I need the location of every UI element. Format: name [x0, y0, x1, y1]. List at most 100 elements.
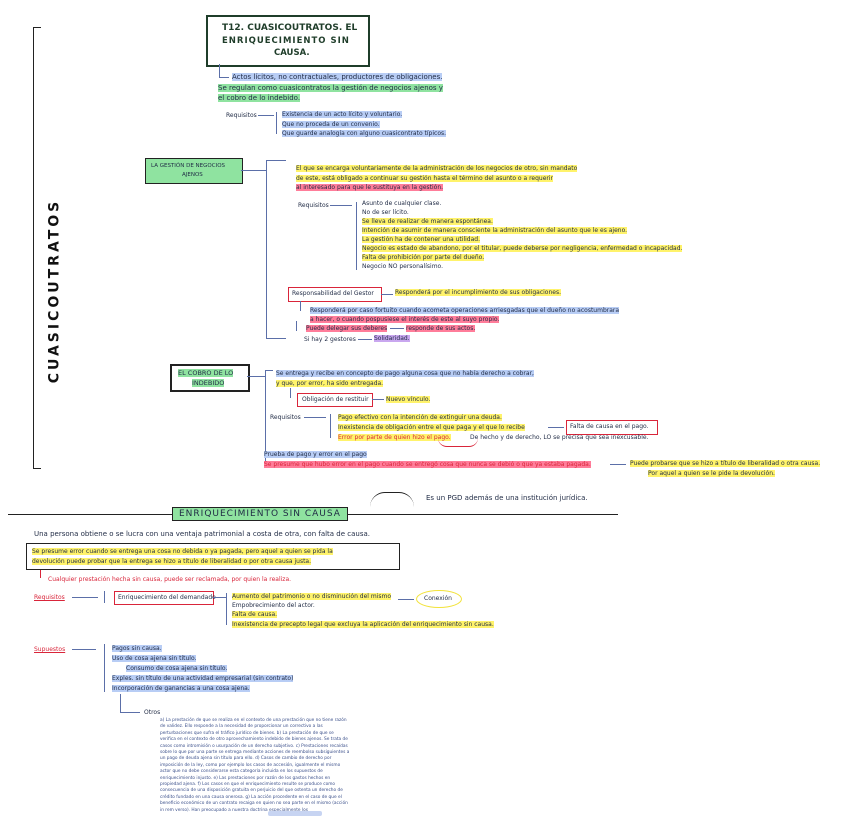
- title-box: T12. CUASICOUTRATOS. EL ENRIQUECIMIENTO …: [206, 15, 370, 67]
- falta-causa-text: Falta de causa en el pago.: [570, 423, 649, 430]
- side-bracket-line: [33, 27, 35, 469]
- supuesto-3: Consumo de cosa ajena sin título.: [126, 665, 228, 672]
- gestion-desc-1: El que se encarga voluntariamente de la …: [296, 165, 578, 172]
- gestion-requisitos-label: Requisitos: [298, 202, 329, 209]
- gestion-label-1: LA GESTIÓN DE NEGOCIOS: [151, 163, 226, 169]
- intro-line-1: Actos lícitos, no contractuales, product…: [232, 73, 443, 81]
- otros-label: Otros: [144, 709, 161, 716]
- side-title: CUASICOUTRATOS: [46, 198, 63, 384]
- presume-line-2: devolución puede probar que la entrega s…: [32, 558, 312, 565]
- req-general-item-3: Que guarde analogía con alguno cuasicont…: [282, 130, 447, 137]
- cobro-req-bracket: [330, 414, 331, 438]
- title-line-3: CAUSA.: [274, 48, 310, 58]
- enriq-req-2: Empobrecimiento del actor.: [232, 602, 315, 609]
- delegar-connector: [296, 321, 297, 331]
- otros-connector-h: [120, 712, 140, 713]
- enriquecimiento-title: ENRIQUECIMIENTO SIN CAUSA: [172, 507, 348, 521]
- resp-detail-connector: [300, 301, 301, 311]
- varios-arrow: [358, 339, 372, 340]
- gestion-connector: [241, 170, 266, 171]
- cobro-connector: [247, 376, 265, 377]
- requisitos-general-label: Requisitos: [226, 112, 257, 119]
- obligacion-arrow: [372, 399, 384, 400]
- title-line-2: ENRIQUECIMIENTO SIN: [222, 36, 350, 46]
- obligacion-connector: [290, 388, 291, 398]
- delegar-arrow: [390, 328, 404, 329]
- gestion-bracket-top: [266, 160, 286, 161]
- cobro-bracket-top: [265, 370, 273, 371]
- cobro-label-box: EL COBRO DE LO INDEBIDO: [170, 364, 250, 392]
- gestion-bracket-bottom: [266, 338, 286, 339]
- delegar-result: responde de sus actos.: [406, 325, 476, 332]
- obligacion-label: Obligación de restituir: [302, 396, 369, 403]
- gestion-req-4: Intención de asumir de manera consciente…: [362, 227, 628, 234]
- title-connector: [219, 64, 220, 77]
- error-curve-arrow: [438, 438, 478, 447]
- conexion-oval: [416, 590, 462, 608]
- gestion-desc-3: al interesado para que le sustituya en l…: [296, 184, 444, 191]
- cobro-requisitos-label: Requisitos: [270, 414, 301, 421]
- gestion-req-7: Falta de prohibición por parte del dueño…: [362, 254, 485, 261]
- cobro-label-2: INDEBIDO: [192, 379, 225, 387]
- enriq-demandado-arrow: [213, 597, 227, 598]
- enriquecimiento-desc: Una persona obtiene o se lucra con una v…: [34, 530, 371, 538]
- title-connector-h: [219, 77, 229, 78]
- otros-fine-print: a) La prestación de que se realiza en el…: [160, 718, 350, 813]
- resp-detail-2: a hacer, o cuando pospusiese el interés …: [310, 316, 500, 323]
- gestion-desc-2: de este, está obligado a continuar su ge…: [296, 175, 554, 182]
- cobro-req-2: Inexistencia de obligación entre el que …: [338, 424, 525, 431]
- gestion-label-box: LA GESTIÓN DE NEGOCIOS AJENOS: [145, 158, 243, 184]
- responsabilidad-arrow: [381, 294, 393, 295]
- gestion-label-2: AJENOS: [182, 172, 203, 178]
- presume-line-1: Se presume error cuando se entrega una c…: [32, 548, 333, 555]
- responsabilidad-label: Responsabilidad del Gestor: [292, 290, 374, 297]
- gestion-req-bracket: [356, 202, 357, 270]
- intro-line-2: Se regulan como cuasicontratos la gestió…: [218, 84, 443, 92]
- gestion-req-2: No de ser lícito.: [362, 209, 409, 216]
- fine-print-redaction: [268, 811, 322, 816]
- supuesto-1: Pagos sin causa.: [112, 645, 162, 652]
- resp-detail-1: Responderá por caso fortuito cuando acom…: [310, 307, 620, 314]
- enriq-items-bracket: [226, 593, 227, 625]
- responsabilidad-result: Responderá por el incumplimiento de sus …: [395, 289, 561, 296]
- cobro-req-1: Pago efectivo con la intención de exting…: [338, 414, 502, 421]
- side-bracket-top: [33, 27, 41, 29]
- req-general-item-1: Existencia de un acto lícito y voluntari…: [282, 111, 403, 118]
- cobro-desc-1: Se entrega y recibe en concepto de pago …: [276, 370, 534, 377]
- gestion-req-arrow: [330, 205, 352, 206]
- varios-result: Solidaridad.: [374, 335, 410, 342]
- req-general-bracket: [276, 112, 277, 134]
- conexion-text: Conexión: [424, 595, 452, 602]
- enriq-requisitos-label: Requisitos: [34, 594, 65, 601]
- prueba-line-2: Se presume que hubo error en el pago cua…: [264, 461, 591, 468]
- falta-causa-box: [566, 420, 658, 435]
- side-bracket-bottom: [33, 468, 41, 470]
- supuestos-arrow: [72, 649, 96, 650]
- reclamar-text: Cualquier prestación hecha sin causa, pu…: [48, 576, 292, 583]
- cobro-req-arrow: [304, 417, 326, 418]
- req-general-arrow: [258, 115, 274, 116]
- varios-text: Si hay 2 gestores: [304, 336, 356, 343]
- obligacion-result: Nuevo vínculo.: [386, 396, 431, 403]
- falta-causa-arrow: [548, 427, 564, 428]
- enriq-req-1: Aumento del patrimonio o no disminución …: [232, 593, 392, 600]
- error-note: De hecho y de derecho, LO se precisa que…: [470, 434, 649, 441]
- enriq-demandado-box: [114, 591, 214, 605]
- prueba-arrow: [610, 464, 626, 465]
- conexion-arrow: [398, 599, 414, 600]
- supuesto-5: Incorporación de ganancias a una cosa aj…: [112, 685, 250, 692]
- gestion-req-1: Asunto de cualquier clase.: [362, 200, 442, 207]
- gestion-bracket: [266, 160, 267, 338]
- enriq-req-3: Falta de causa.: [232, 611, 278, 618]
- enriquecimiento-note: Es un PGD además de una institución jurí…: [426, 494, 588, 502]
- gestion-req-6: Negocio es estado de abandono, por el ti…: [362, 245, 683, 252]
- cobro-req-3: Error por parte de quien hizo el pago.: [338, 434, 451, 441]
- gestion-req-8: Negocio NO personalísimo.: [362, 263, 444, 270]
- prueba-result-2: Por aquel a quien se le pide la devoluci…: [648, 470, 775, 477]
- title-line-1: T12. CUASICOUTRATOS. EL: [222, 23, 358, 33]
- supuestos-label: Supuestos: [34, 646, 66, 653]
- obligacion-box: [297, 393, 373, 407]
- supuestos-bracket: [104, 644, 105, 692]
- presume-box: [26, 543, 400, 570]
